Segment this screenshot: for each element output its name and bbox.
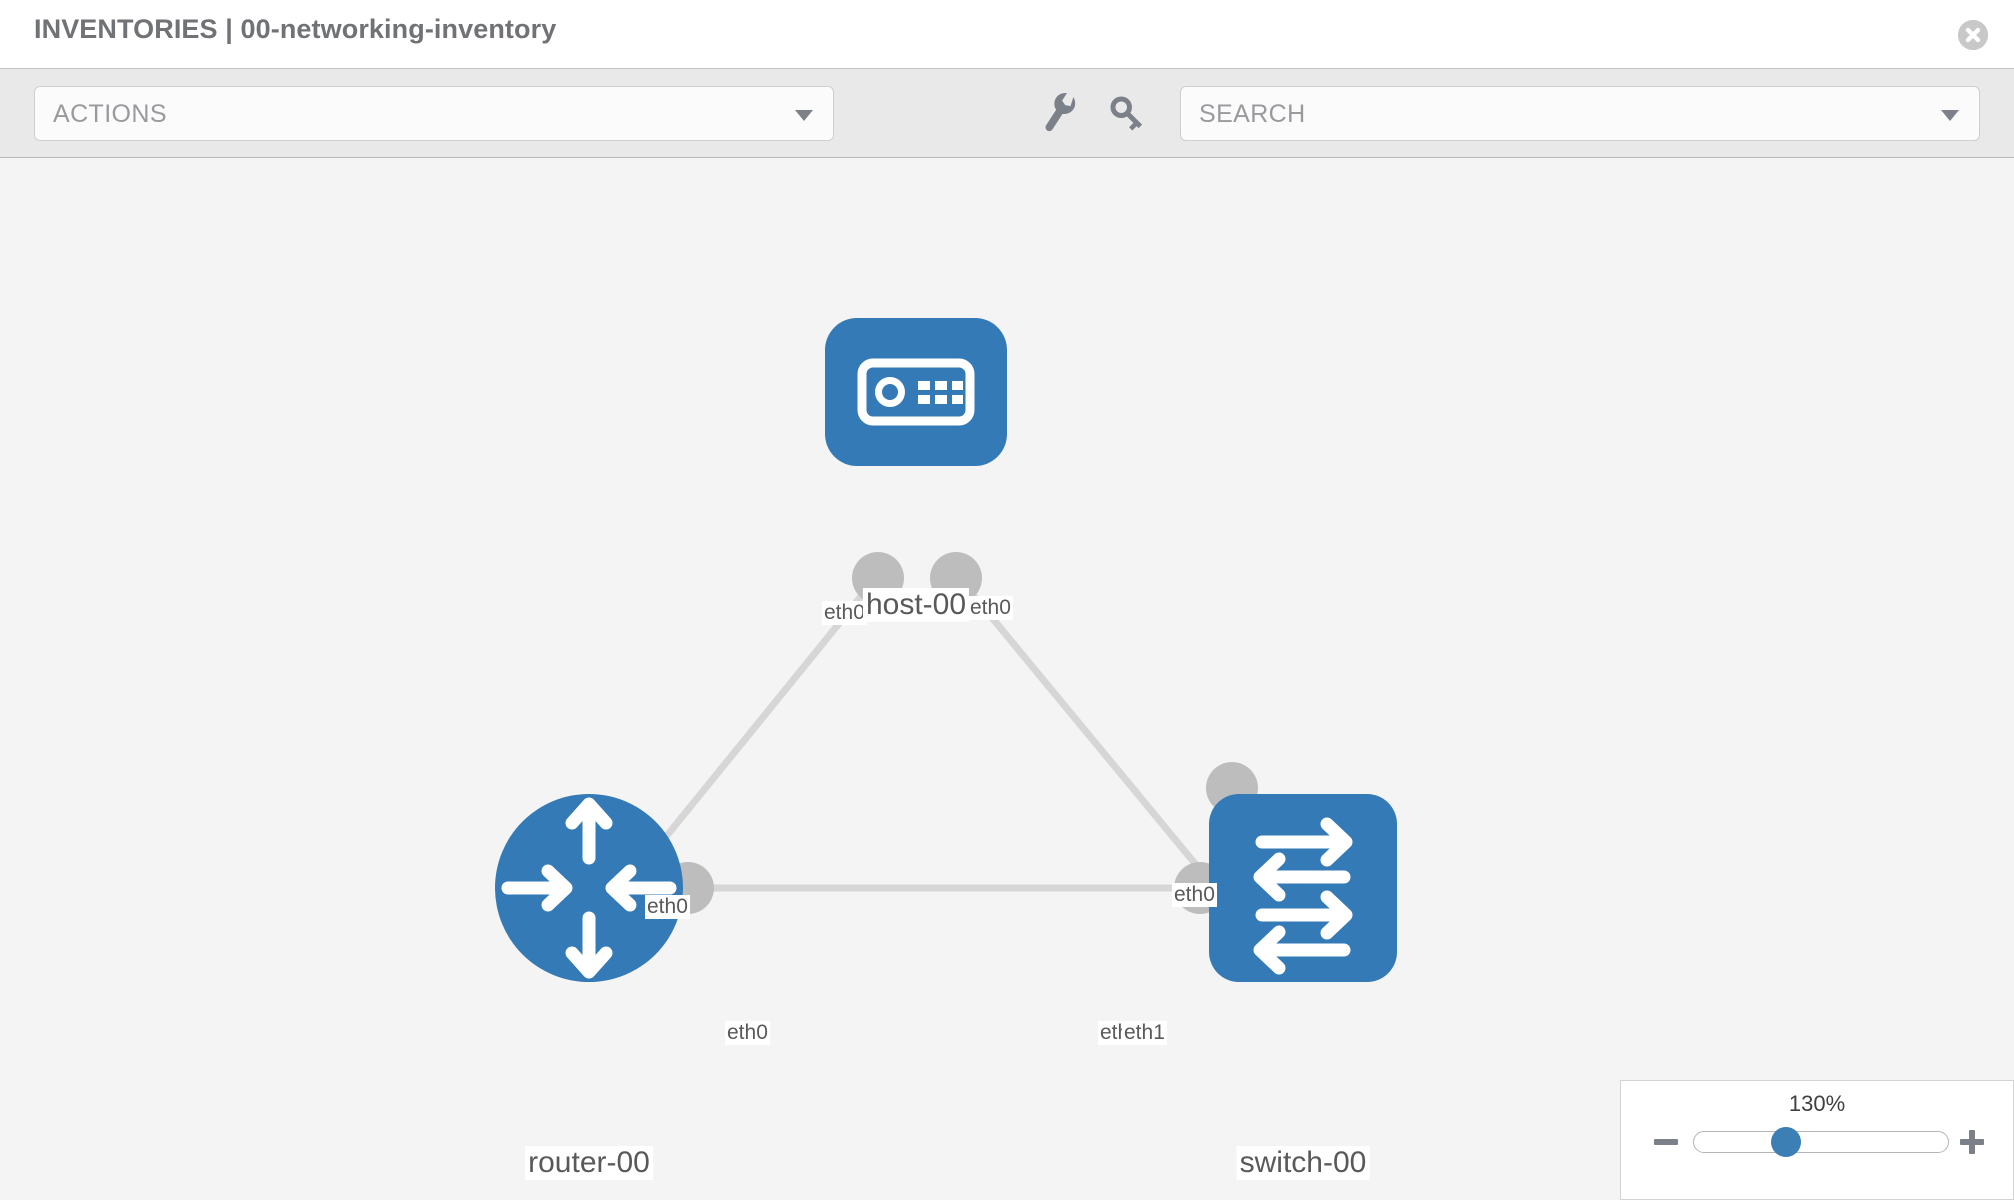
- node-label-switch-00: switch-00: [1236, 1146, 1370, 1180]
- chevron-down-icon: [795, 109, 813, 121]
- zoom-level-label: 130%: [1788, 1091, 1846, 1116]
- zoom-slider-track[interactable]: [1693, 1131, 1949, 1153]
- plus-icon[interactable]: [1957, 1127, 1987, 1157]
- actions-dropdown-label: ACTIONS: [53, 100, 167, 128]
- toolbar: ACTIONS SEARCH: [0, 68, 2014, 158]
- node-router-00: [495, 794, 683, 982]
- iface-label: eth0: [645, 895, 690, 919]
- node-host-00: [825, 318, 1007, 466]
- minus-icon[interactable]: [1651, 1127, 1681, 1157]
- server-icon: [857, 358, 975, 426]
- link-host-switch: [952, 570, 1243, 921]
- router-arrows-icon: [501, 797, 677, 979]
- zoom-control-panel: 130%: [1620, 1080, 2014, 1200]
- iface-label: eth0: [1172, 883, 1217, 907]
- search-input[interactable]: SEARCH: [1180, 86, 1980, 141]
- node-switch-00: [1209, 794, 1397, 982]
- page-header: INVENTORIES | 00-networking-inventory: [0, 0, 2014, 68]
- chevron-down-icon: [1941, 109, 1959, 121]
- key-icon[interactable]: [1105, 91, 1151, 137]
- page-title: INVENTORIES | 00-networking-inventory: [34, 14, 557, 44]
- iface-label: eth0: [968, 596, 1013, 620]
- zoom-slider-handle[interactable]: [1771, 1127, 1801, 1157]
- iface-label: eth1: [1122, 1021, 1167, 1045]
- node-label-router-00: router-00: [525, 1146, 653, 1180]
- search-placeholder: SEARCH: [1199, 100, 1306, 128]
- switch-arrows-icon: [1253, 817, 1353, 975]
- wrench-icon[interactable]: [1038, 91, 1084, 137]
- actions-dropdown[interactable]: ACTIONS: [34, 86, 834, 141]
- iface-label: eth0: [822, 601, 867, 625]
- topology-graph: [495, 318, 1397, 982]
- close-icon[interactable]: [1958, 20, 1988, 50]
- node-label-host-00: host-00: [862, 588, 970, 622]
- iface-label: eth0: [725, 1021, 770, 1045]
- topology-canvas[interactable]: eth0 eth0 eth0 eth0 eth0 eth eth1 host-0…: [0, 158, 2014, 1200]
